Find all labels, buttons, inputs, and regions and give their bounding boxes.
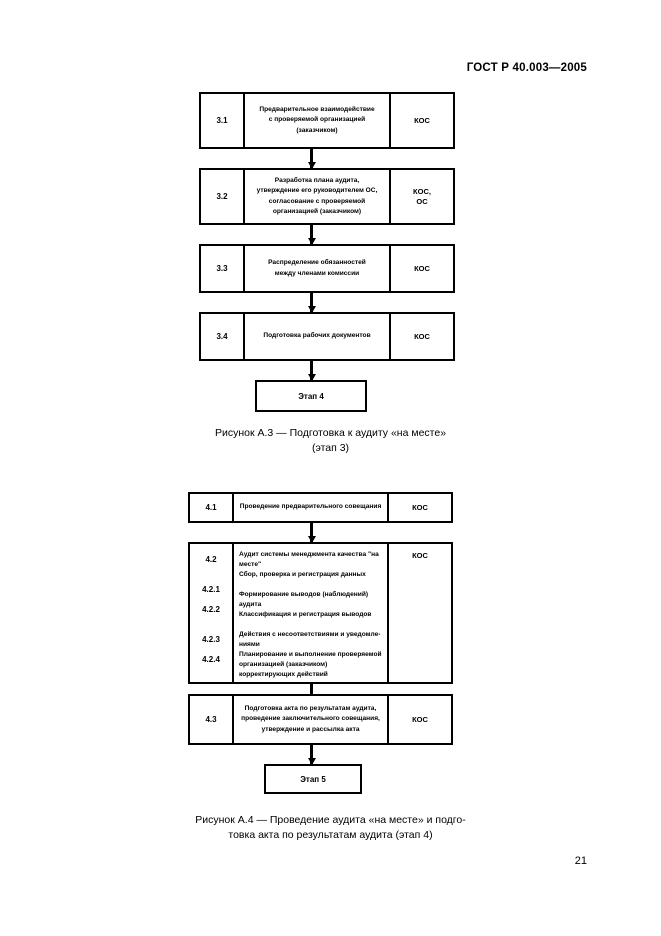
- connector-arrow-3-3-to-3-4: [310, 293, 313, 312]
- process-box-4-1: 4.1 Проведение предварительного совещани…: [188, 492, 453, 523]
- step-responsible: КОС: [412, 502, 428, 512]
- standard-header: ГОСТ Р 40.003—2005: [466, 62, 587, 74]
- process-box-4-2: 4.2 4.2.1 4.2.2 4.2.3 4.2.4 Аудит систем…: [188, 542, 453, 684]
- step-text: Действия с несоответствиями и уведомле-н…: [239, 631, 381, 648]
- step-number: 4.2.2: [202, 605, 220, 614]
- connector-arrow-3-2-to-3-3: [310, 225, 313, 244]
- step-number: 3.3: [201, 246, 245, 291]
- connector-arrow-4-2-to-4-3: [310, 684, 313, 703]
- step-number: 4.2.3: [202, 635, 220, 644]
- terminator-stage-4: Этап 4: [255, 380, 367, 412]
- step-text: Разработка плана аудита, утверждение его…: [245, 170, 391, 223]
- caption-line-2: (этап 3): [311, 442, 350, 455]
- step-text: Планирование и выполнение проверяемой ор…: [239, 651, 382, 678]
- step-number: 3.1: [201, 94, 245, 147]
- connector-arrow-4-1-to-4-2: [310, 523, 313, 542]
- step-text: Распределение обязанностей между членами…: [245, 246, 391, 291]
- step-responsible: КОС: [414, 115, 430, 125]
- step-number: 4.2: [205, 555, 217, 564]
- figure-a4-caption: Рисунок А.4 — Проведение аудита «на мест…: [0, 813, 661, 843]
- step-text: Формирование выводов (наблюдений) аудита: [239, 591, 369, 608]
- step-number: 3.4: [201, 314, 245, 359]
- step-responsible: КОС: [412, 714, 428, 724]
- step-number: 4.2.4: [202, 655, 220, 664]
- step-text: Подготовка рабочих документов: [245, 314, 391, 359]
- process-box-3-1: 3.1 Предварительное взаимодействие с про…: [199, 92, 455, 149]
- step-responsible: КОС: [414, 331, 430, 341]
- step-text: Предварительное взаимодействие с проверя…: [245, 94, 391, 147]
- step-4-2-content: 4.2 4.2.1 4.2.2 4.2.3 4.2.4 Аудит систем…: [190, 544, 389, 682]
- step-responsible: КОС: [412, 551, 428, 560]
- terminator-stage-5: Этап 5: [264, 764, 362, 794]
- caption-line-1: Рисунок А.4 — Проведение аудита «на мест…: [195, 814, 466, 826]
- caption-line-2: товка акта по результатам аудита (этап 4…: [228, 829, 433, 842]
- page-number: 21: [574, 855, 587, 867]
- connector-arrow-3-1-to-3-2: [310, 149, 313, 168]
- step-number: 4.1: [190, 494, 234, 521]
- step-number: [190, 670, 232, 690]
- step-number: 3.2: [201, 170, 245, 223]
- step-text: Проведение предварительного совещания: [234, 494, 389, 521]
- connector-arrow-4-3-to-stage5: [310, 745, 313, 764]
- step-number-column: 4.2 4.2.1 4.2.2 4.2.3 4.2.4: [190, 544, 234, 682]
- figure-a3-caption: Рисунок А.3 — Подготовка к аудиту «на ме…: [0, 426, 661, 456]
- step-number: 4.2.1: [202, 585, 220, 594]
- process-box-3-4: 3.4 Подготовка рабочих документов КОС: [199, 312, 455, 361]
- step-responsible: КОС: [414, 263, 430, 273]
- step-text: Сбор, проверка и регистрация данных: [239, 571, 366, 578]
- step-text-column: Аудит системы менеджмента качества "на м…: [234, 544, 387, 682]
- step-number: 4.3: [190, 696, 234, 743]
- caption-line-1: Рисунок А.3 — Подготовка к аудиту «на ме…: [214, 427, 447, 439]
- step-text: Аудит системы менеджмента качества "на м…: [239, 551, 379, 568]
- step-responsible: КОС, ОС: [413, 187, 431, 206]
- process-box-3-2: 3.2 Разработка плана аудита, утверждение…: [199, 168, 455, 225]
- process-box-3-3: 3.3 Распределение обязанностей между чле…: [199, 244, 455, 293]
- connector-arrow-3-4-to-stage4: [310, 361, 313, 380]
- step-text: Классификация и регистрация выводов: [239, 611, 372, 618]
- process-box-4-3: 4.3 Подготовка акта по результатам аудит…: [188, 694, 453, 745]
- step-text: Подготовка акта по результатам аудита, п…: [234, 696, 389, 743]
